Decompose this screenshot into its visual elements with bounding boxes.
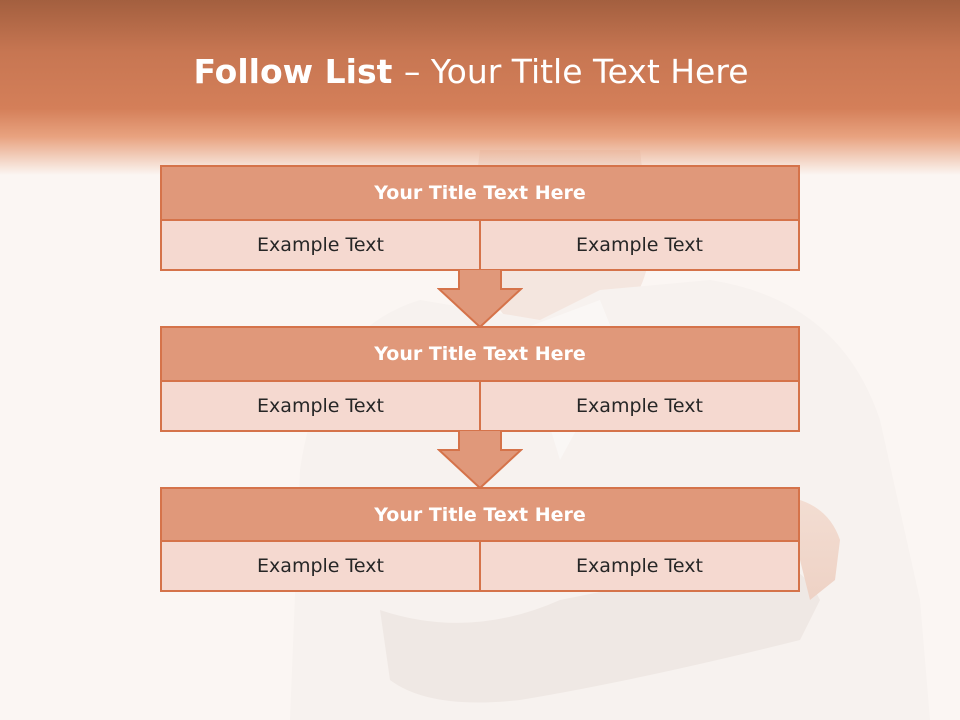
slide-title: Follow List – Your Title Text Here [0,52,942,91]
down-arrow-icon [437,430,523,490]
step-block-3: Your Title Text Here Example Text Exampl… [160,487,800,592]
step-title: Your Title Text Here [160,326,800,382]
step-cell-left: Example Text [160,382,481,432]
header-band [0,0,960,175]
step-block-2: Your Title Text Here Example Text Exampl… [160,326,800,432]
step-title: Your Title Text Here [160,165,800,221]
step-cell-right: Example Text [481,542,800,592]
step-cell-left: Example Text [160,221,481,271]
step-cell-right: Example Text [481,221,800,271]
step-cell-left: Example Text [160,542,481,592]
step-title: Your Title Text Here [160,487,800,542]
title-bold: Follow List [193,52,404,91]
title-rest: – Your Title Text Here [403,52,749,91]
down-arrow-icon [437,269,523,329]
step-cell-right: Example Text [481,382,800,432]
step-block-1: Your Title Text Here Example Text Exampl… [160,165,800,271]
